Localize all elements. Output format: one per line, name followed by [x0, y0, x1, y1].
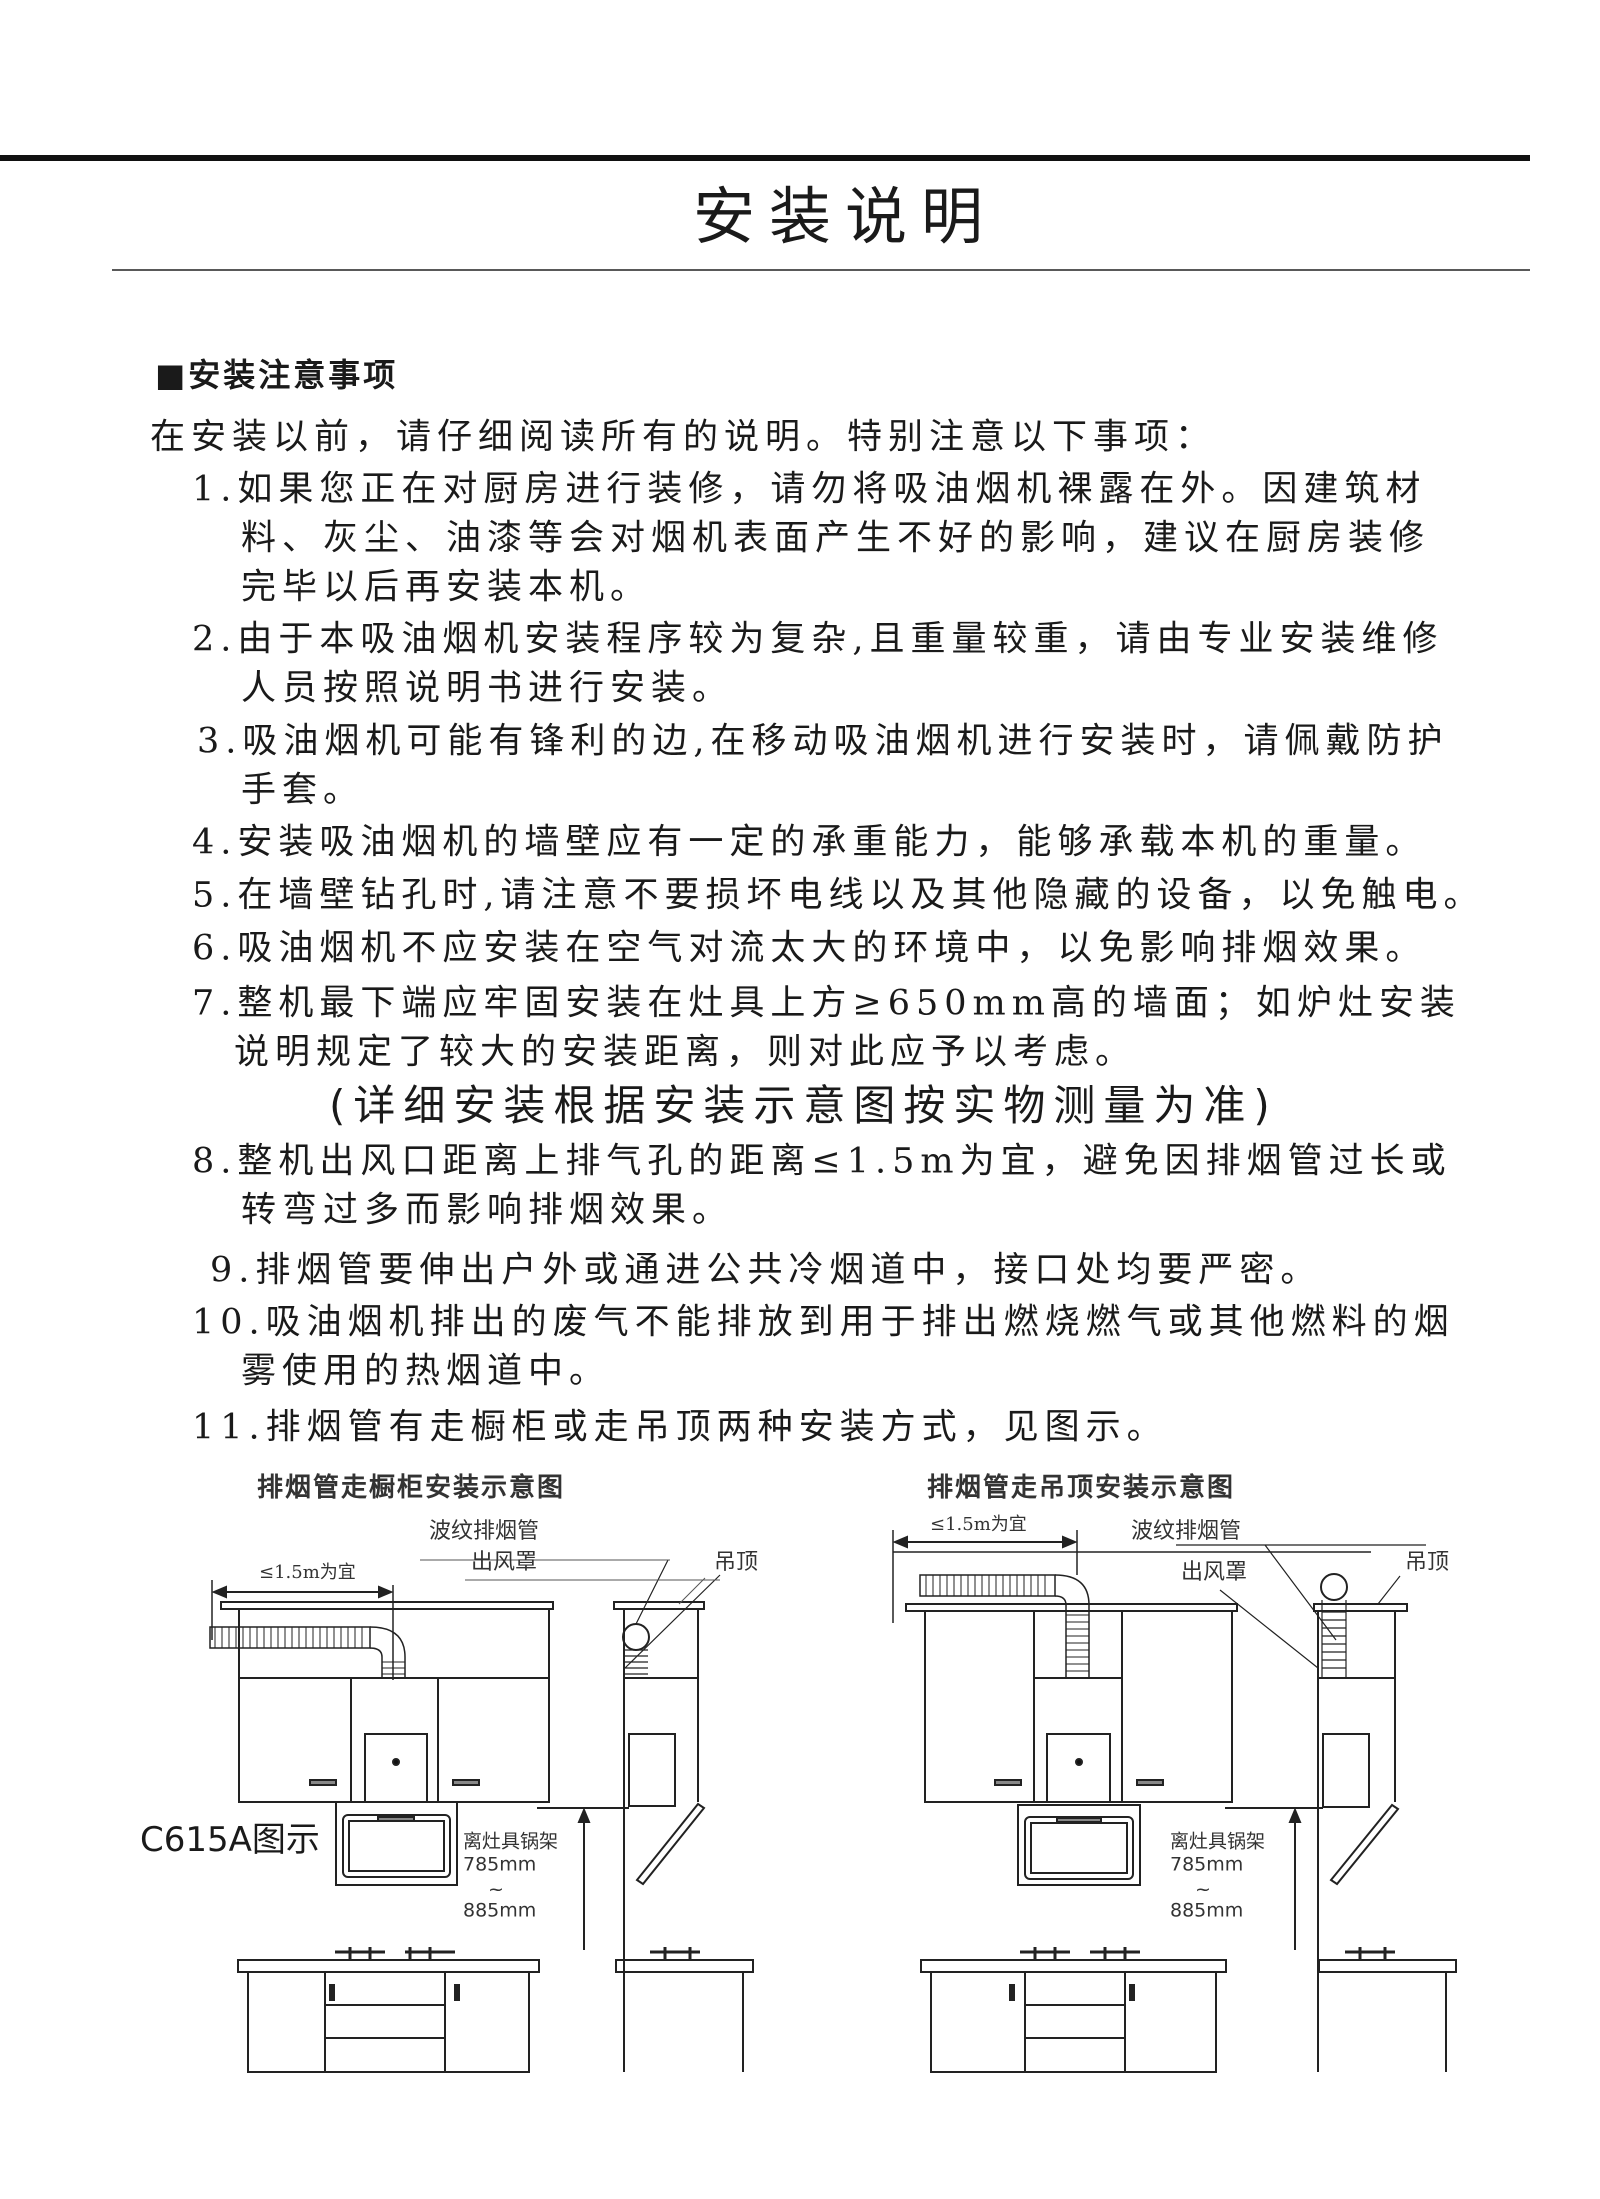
ceiling-label: 吊顶: [1405, 1550, 1450, 1575]
ceiling-label: 吊顶: [714, 1550, 759, 1575]
corrugated-duct: [209, 1626, 406, 1679]
ceiling-diagram: [892, 1530, 1457, 2073]
list-item-3: 3.吸油烟机可能有锋利的边,在移动吸油烟机进行安装时，请佩戴防护: [197, 721, 1449, 762]
list-item-8-cont: 转弯过多而影响排烟效果。: [241, 1190, 734, 1231]
list-item-7-cont: 说明规定了较大的安装距离，则对此应予以考虑。: [234, 1032, 1137, 1073]
list-item-6: 6.吸油烟机不应安装在空气对流太大的环境中，以免影响排烟效果。: [192, 928, 1427, 969]
list-item-2-cont: 人员按照说明书进行安装。: [241, 668, 734, 709]
list-item-5: 5.在墙壁钻孔时,请注意不要损坏电线以及其他隐藏的设备，以免触电。: [192, 875, 1485, 916]
list-item-8: 8.整机出风口距离上排气孔的距离≤1.5m为宜，避免因排烟管过长或: [192, 1141, 1452, 1182]
cabinet-diagram: [209, 1559, 754, 2073]
model-label: C615A图示: [140, 1820, 320, 1860]
list-item-1-cont: 完毕以后再安装本机。: [241, 567, 652, 608]
diagram-title: 排烟管走吊顶安装示意图: [927, 1473, 1236, 1503]
duct-label: 波纹排烟管: [429, 1519, 540, 1544]
outlet-label: 出风罩: [1181, 1560, 1248, 1585]
list-item-2: 2.由于本吸油烟机安装程序较为复杂,且重量较重，请由专业安装维修: [192, 619, 1444, 660]
range-hood: [335, 1801, 458, 1886]
list-item-7: 7.整机最下端应牢固安装在灶具上方≥650mm高的墙面；如炉灶安装: [192, 983, 1461, 1024]
height-label: 离灶具锅架: [1170, 1830, 1266, 1853]
height-tilde: ~: [488, 1878, 504, 1901]
top-rule: [0, 155, 1530, 161]
diagram-title: 排烟管走橱柜安装示意图: [257, 1473, 566, 1503]
measurement-note: (详细安装根据安装示意图按实物测量为准): [329, 1081, 1278, 1130]
height-min: 785mm: [1170, 1853, 1244, 1876]
section-heading: ■安装注意事项: [155, 356, 399, 394]
list-item-3-cont: 手套。: [241, 770, 365, 811]
height-max: 885mm: [463, 1899, 537, 1922]
list-item-11: 11.排烟管有走橱柜或走吊顶两种安装方式，见图示。: [192, 1407, 1168, 1448]
height-tilde: ~: [1195, 1878, 1211, 1901]
list-item-10-cont: 雾使用的热烟道中。: [241, 1351, 611, 1392]
list-item-9: 9.排烟管要伸出户外或通进公共冷烟道中，接口处均要严密。: [210, 1250, 1322, 1291]
list-item-1: 1.如果您正在对厨房进行装修，请勿将吸油烟机裸露在外。因建筑材: [192, 469, 1427, 510]
list-item-1-cont: 料、灰尘、油漆等会对烟机表面产生不好的影响，建议在厨房装修: [241, 518, 1431, 559]
ceiling-side: [613, 1601, 705, 1610]
distance-label: ≤1.5m为宜: [259, 1562, 356, 1583]
corrugated-duct: [919, 1574, 1090, 1679]
range-hood: [1017, 1804, 1141, 1886]
list-item-10: 10.吸油烟机排出的废气不能排放到用于排出燃烧燃气或其他燃料的烟: [192, 1302, 1455, 1343]
outlet-label: 出风罩: [471, 1550, 538, 1575]
height-min: 785mm: [463, 1853, 537, 1876]
duct-label: 波纹排烟管: [1131, 1519, 1242, 1544]
height-label: 离灶具锅架: [463, 1830, 559, 1853]
hood-door: [364, 1733, 428, 1803]
outlet-cover: [622, 1623, 650, 1651]
page-title: 安装说明: [693, 180, 998, 253]
list-item-4: 4.安装吸油烟机的墙壁应有一定的承重能力，能够承载本机的重量。: [192, 822, 1427, 863]
height-max: 885mm: [1170, 1899, 1244, 1922]
outlet-cover: [1320, 1573, 1348, 1601]
distance-label: ≤1.5m为宜: [930, 1514, 1027, 1535]
intro-text: 在安装以前，请仔细阅读所有的说明。特别注意以下事项：: [150, 417, 1217, 458]
